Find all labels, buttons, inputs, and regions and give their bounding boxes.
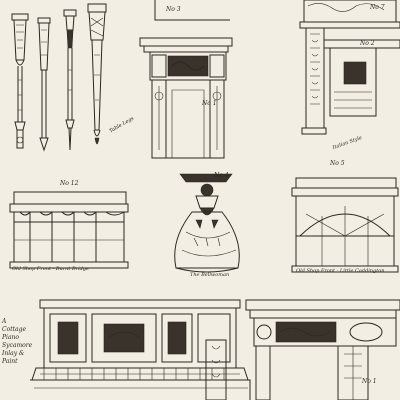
table-legs-drawing xyxy=(11,3,107,152)
caption-bellwoman: The Bellwoman xyxy=(190,272,230,278)
label-no1-bottom: No 1 xyxy=(362,378,377,385)
caption-shop-front-1: Old Shop Front - Burnt Bridge xyxy=(12,266,90,272)
label-no1-top: No 1 xyxy=(202,100,217,107)
label-no2: No 2 xyxy=(360,40,375,47)
shop-front-2-drawing xyxy=(291,177,399,273)
label-no4: No 4 xyxy=(214,172,229,179)
caption-cottage-piano: A Cottage Piano Sycamore Inlay & Paint xyxy=(2,318,33,365)
label-no3: No 3 xyxy=(166,6,181,13)
chimney-piece-no7-drawing xyxy=(299,0,400,135)
caption-shop-front-2: Old Shop Front - Little Caddington xyxy=(296,268,385,274)
label-no12: No 12 xyxy=(60,180,79,187)
cottage-piano-drawing xyxy=(30,299,251,400)
fireplace-no1-drawing xyxy=(139,0,233,159)
shop-front-1-drawing xyxy=(9,191,129,269)
fireplace-no1-lower-drawing xyxy=(245,299,400,400)
label-no7: No 7 xyxy=(370,4,385,11)
bellwoman-drawing xyxy=(174,173,240,273)
label-no5: No 5 xyxy=(330,160,345,167)
